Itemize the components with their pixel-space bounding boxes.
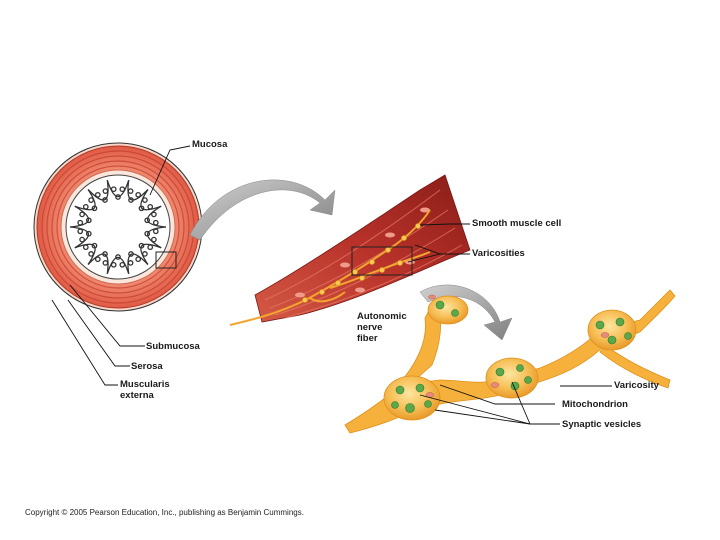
label-synaptic-vesicles: Synaptic vesicles <box>562 419 642 430</box>
mucosal-fold <box>106 256 130 275</box>
mitochondria-vesicles <box>391 300 632 413</box>
label-varicosities: Varicosities <box>472 248 525 259</box>
mucosal-fold <box>69 226 90 249</box>
mucosal-fold <box>146 205 167 228</box>
mucosal-crypt <box>77 219 84 226</box>
mucosal-fold <box>146 226 167 249</box>
mucosal-crypt <box>85 217 92 224</box>
mucosal-crypt <box>152 219 159 226</box>
mucosal-crypt <box>82 244 89 251</box>
label-submucosa: Submucosa <box>146 341 200 352</box>
mucosal-fold <box>127 253 149 274</box>
mucosal-crypt <box>91 242 98 249</box>
mucosal-crypt <box>79 236 85 243</box>
mucosal-crypt <box>115 254 121 260</box>
label-muscularis-externa-2: externa <box>120 390 154 401</box>
mucosal-folds <box>69 179 167 275</box>
mucosal-crypt <box>128 251 134 257</box>
gut-cross-section <box>33 142 203 312</box>
mucosal-crypt <box>94 256 101 263</box>
mucosal-crypt <box>85 230 92 237</box>
mucosal-fold <box>140 189 162 211</box>
varicosity-right <box>587 309 637 351</box>
mucosal-crypt <box>88 251 94 257</box>
mucosal-crypt <box>147 244 154 251</box>
mucosal-crypt <box>102 251 108 257</box>
label-autonomic-nerve-fiber-1: Autonomic <box>357 311 407 322</box>
mucosal-crypt <box>94 191 101 198</box>
mucosal-fold <box>69 205 90 228</box>
mucosal-crypt <box>138 242 145 249</box>
label-smooth-muscle-cell: Smooth muscle cell <box>472 218 562 229</box>
mucosal-crypt <box>144 217 151 224</box>
mucosal-crypt <box>152 228 159 235</box>
mucosal-crypt <box>135 191 142 198</box>
mucosal-fold <box>74 243 96 265</box>
mucosal-crypt <box>91 205 98 212</box>
leader-lines <box>51 145 612 425</box>
mucosal-crypt <box>102 188 109 194</box>
mucosal-crypt <box>115 194 121 200</box>
mucosal-crypt <box>127 260 134 266</box>
mucosal-crypt <box>77 228 84 235</box>
mucosal-crypt <box>102 197 108 203</box>
copyright-notice: Copyright © 2005 Pearson Education, Inc.… <box>25 508 304 517</box>
mucosal-crypt <box>151 236 157 243</box>
label-varicosity: Varicosity <box>614 380 659 391</box>
label-mitochondrion: Mitochondrion <box>562 399 628 410</box>
mucosal-crypt <box>142 197 148 203</box>
label-mucosa: Mucosa <box>192 139 228 150</box>
muscle-fiber-pattern <box>41 150 195 304</box>
varicosity-top <box>427 295 469 325</box>
zoom-arrow-1 <box>189 179 336 241</box>
mucosal-crypt <box>88 197 94 203</box>
mucosal-crypt <box>82 203 89 210</box>
mucosa-layer <box>65 174 171 280</box>
label-muscularis-externa-1: Muscularis <box>120 379 170 390</box>
label-autonomic-nerve-fiber-2: nerve <box>357 322 383 333</box>
mucosal-crypt <box>147 203 154 210</box>
mucosal-crypt <box>119 186 126 193</box>
mucosal-crypt <box>142 251 148 257</box>
mucosal-crypt <box>127 188 134 194</box>
label-autonomic-nerve-fiber-3: fiber <box>357 333 378 344</box>
mucosal-fold <box>87 253 109 274</box>
mucosal-fold <box>140 243 162 265</box>
mitochondria-pink <box>425 294 610 398</box>
mucosal-crypt <box>128 197 134 203</box>
mucosal-fold <box>106 179 130 198</box>
label-serosa: Serosa <box>131 361 163 372</box>
mucosal-crypt <box>144 230 151 237</box>
mucosal-fold <box>87 180 109 201</box>
mucosal-crypt <box>102 260 109 266</box>
mucosal-crypt <box>138 205 145 212</box>
smooth-muscle-band <box>254 174 471 323</box>
mucosal-crypt <box>110 261 117 268</box>
mucosal-crypt <box>135 256 142 263</box>
mucosal-fold <box>127 180 149 201</box>
mucosal-crypt <box>79 211 85 218</box>
detail-box-small <box>155 251 177 269</box>
mucosal-crypt <box>151 211 157 218</box>
mucosal-fold <box>74 189 96 211</box>
autonomic-nerve-fiber <box>229 209 431 326</box>
mucosal-crypt <box>110 186 117 193</box>
mucosal-crypt <box>119 261 126 268</box>
